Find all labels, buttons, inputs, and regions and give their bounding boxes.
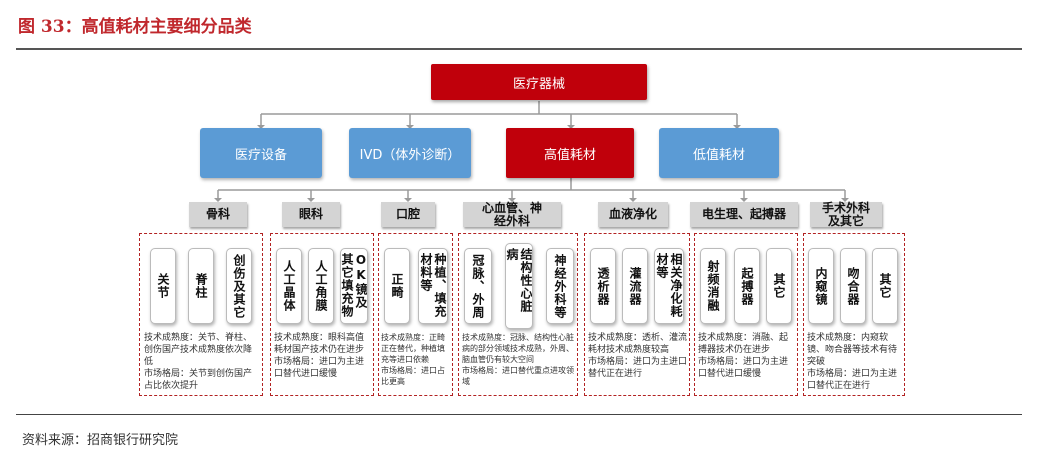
item-neurosurgery: 神经外科等: [546, 248, 574, 324]
item-coronary-peripheral: 冠脉、外周: [464, 248, 492, 324]
category-label: 手术外科及其它: [821, 200, 870, 228]
top-divider: [16, 48, 1022, 50]
item-implant-filling: 种植、填充材料等: [418, 248, 448, 324]
desc-surgery-other: 技术成熟度：内窥软镜、吻合器等技术有待突破 市场格局：进口为主进口替代正在进行: [807, 333, 898, 391]
item-joint: 关节: [150, 248, 176, 324]
desc-cardio-neuro: 技术成熟度：冠脉、结构性心脏病的部分领域技术成熟，外周、脑血管仍有较大空间 市场…: [462, 333, 574, 386]
item-structural-heart: 结构性心脏病: [505, 243, 533, 329]
node-label: 医疗设备: [234, 147, 287, 163]
node-label: 低值耗材: [692, 147, 745, 163]
desc-blood-purification: 技术成熟度：透析、灌流耗材技术成熟度较高 市场格局：进口为主进口替代正在进行: [588, 333, 688, 379]
item-perfusion: 灌流器: [622, 248, 648, 324]
group-electrophysiology: [694, 233, 798, 396]
figure-title: 图 33：高值耗材主要细分品类: [18, 17, 252, 37]
node-ivd: IVD（体外诊断）: [349, 128, 471, 178]
item-rf-ablation: 射频消融: [700, 248, 726, 324]
category-label: 眼科: [298, 207, 323, 221]
category-dental: 口腔: [381, 202, 435, 227]
item-orthodontics: 正畸: [384, 248, 410, 324]
desc-ophthalmology: 技术成熟度：眼科高值耗材国产技术仍在进步 市场格局：进口为主进口替代进口缓慢: [274, 333, 365, 379]
category-label: 电生理、起搏器: [701, 207, 786, 221]
item-dialyzer: 透析器: [590, 248, 616, 324]
desc-electrophysiology: 技术成熟度：消融、起搏器技术仍在进步 市场格局：进口为主进口替代进口缓慢: [698, 333, 789, 379]
item-purification-consumables: 相关净化耗材等: [654, 248, 684, 324]
item-other: 其它: [872, 248, 898, 324]
group-orthopedics: [139, 233, 263, 396]
category-label: 口腔: [395, 207, 420, 221]
item-artificial-cornea: 人工角膜: [308, 248, 334, 324]
category-blood-purification: 血液净化: [598, 202, 668, 227]
category-orthopedics: 骨科: [189, 202, 247, 227]
source-note: 资料来源：招商银行研究院: [22, 433, 179, 448]
item-pacemaker: 起搏器: [734, 248, 760, 324]
group-surgery-other: [803, 233, 905, 396]
item-ok-lens-other: OK镜及其它填充物: [340, 248, 368, 324]
root-label: 医疗器械: [512, 76, 565, 92]
node-label: IVD（体外诊断）: [359, 147, 461, 163]
item-spine: 脊柱: [188, 248, 214, 324]
desc-orthopedics: 技术成熟度：关节、脊柱、创伤国产技术成熟度依次降低 市场格局：关节到创伤国产占比…: [144, 333, 253, 391]
node-low-value-consumables: 低值耗材: [659, 128, 779, 178]
category-label: 血液净化: [608, 207, 657, 221]
group-dental: [378, 233, 453, 396]
group-ophthalmology: [270, 233, 374, 396]
category-electrophysiology: 电生理、起搏器: [690, 202, 798, 227]
group-cardio-neuro: [458, 233, 578, 396]
category-cardio-neuro: 心血管、神经外科: [463, 200, 561, 228]
item-stapler: 吻合器: [840, 248, 866, 324]
category-surgery-other: 手术外科及其它: [810, 200, 882, 228]
node-label: 高值耗材: [543, 147, 596, 163]
category-label: 骨科: [205, 207, 230, 221]
group-blood-purification: [584, 233, 690, 396]
item-endoscope: 内窥镜: [808, 248, 834, 324]
item-other: 其它: [766, 248, 792, 324]
category-label: 心血管、神经外科: [481, 200, 542, 228]
item-trauma-other: 创伤及其它: [226, 248, 252, 324]
node-medical-equipment: 医疗设备: [200, 128, 322, 178]
root-medical-devices: 医疗器械: [431, 64, 647, 100]
bottom-divider: [16, 414, 1022, 415]
desc-dental: 技术成熟度：正畸正在替代，种植填充等进口依赖 市场格局：进口占比更高: [381, 333, 445, 386]
item-artificial-lens: 人工晶体: [276, 248, 302, 324]
node-high-value-consumables: 高值耗材: [506, 128, 634, 178]
category-ophthalmology: 眼科: [282, 202, 340, 227]
